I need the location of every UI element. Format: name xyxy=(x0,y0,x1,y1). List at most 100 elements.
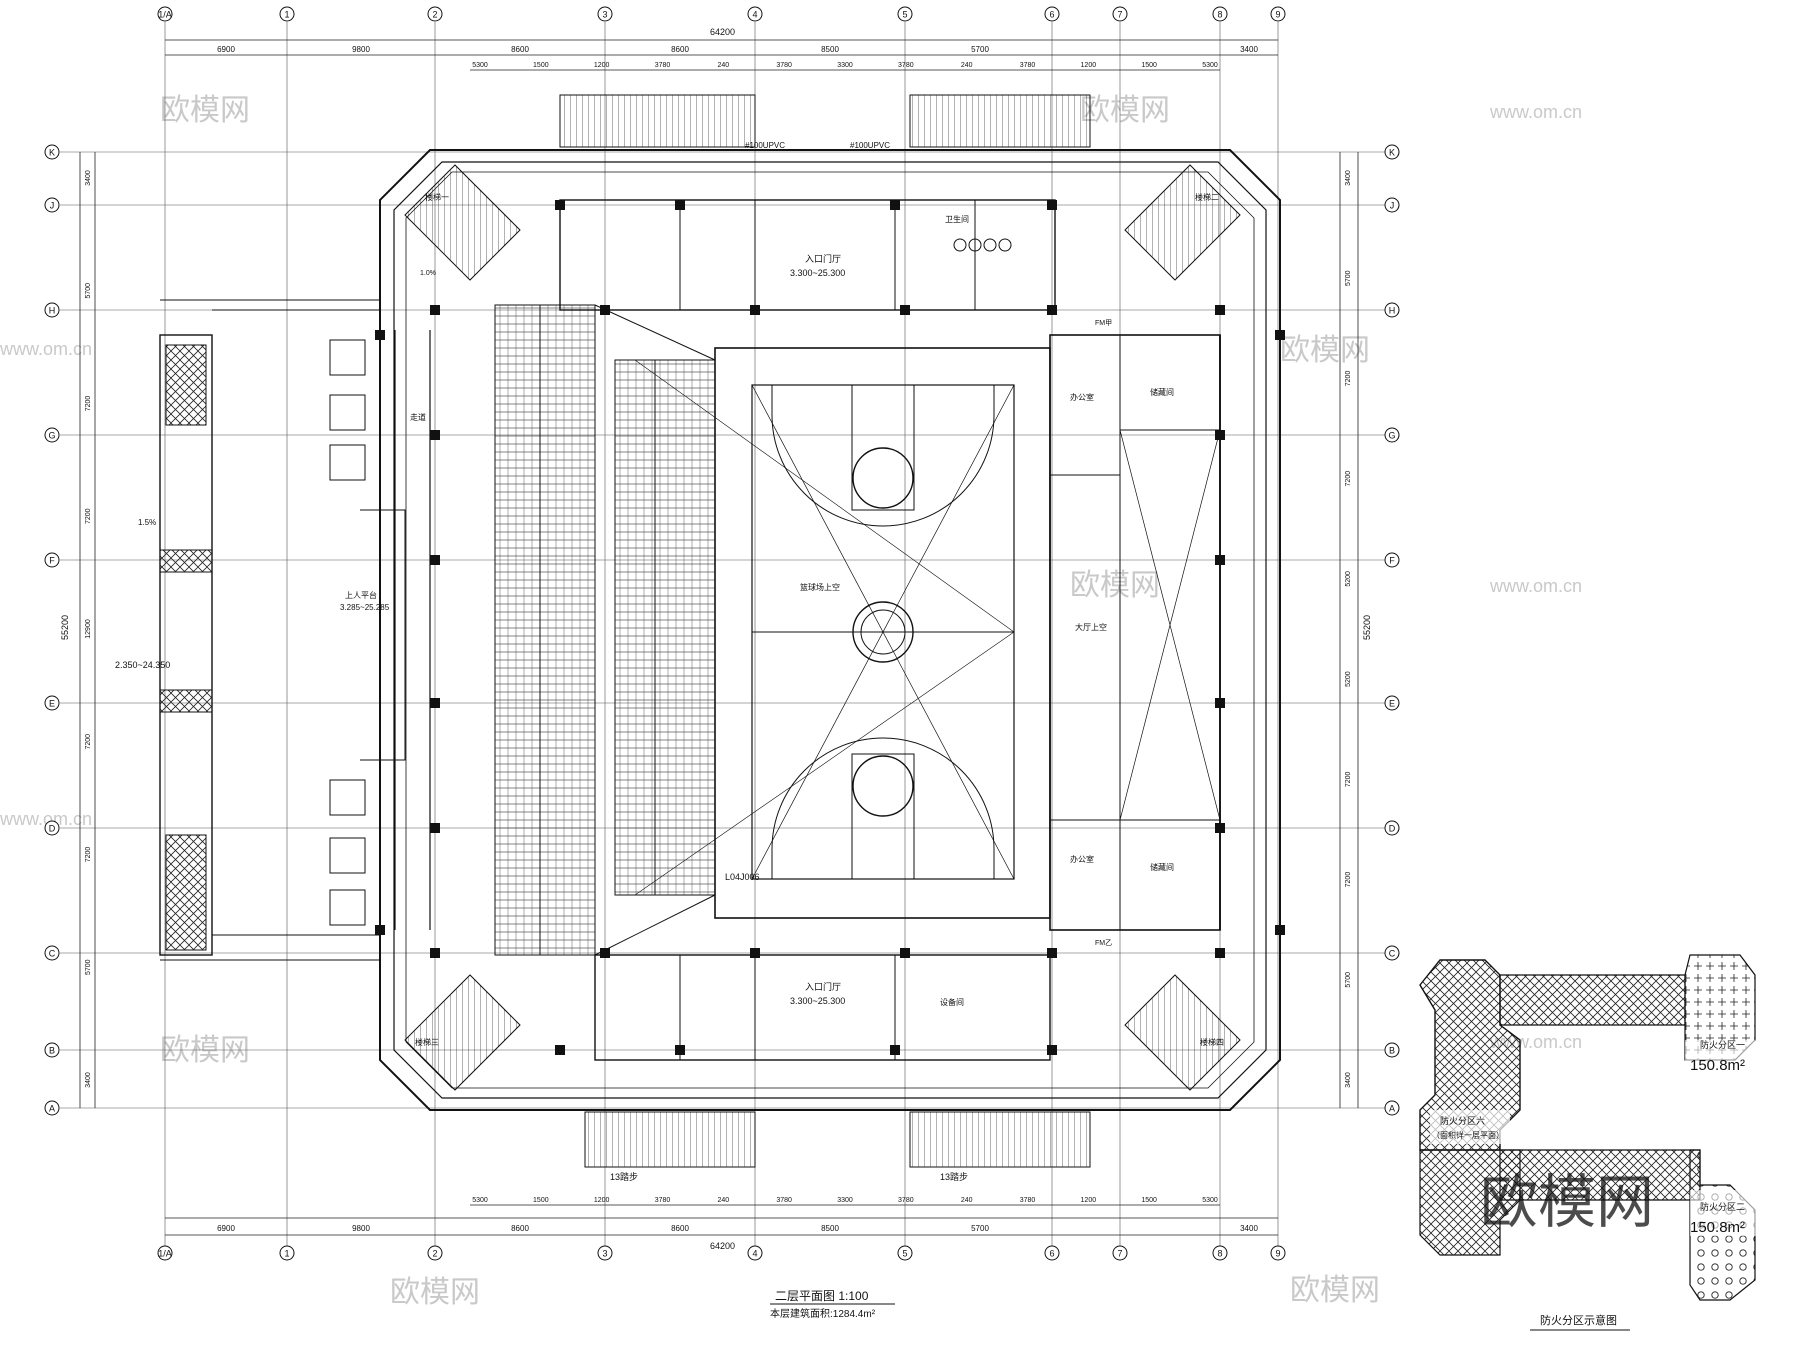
axis-label: D xyxy=(1389,824,1396,834)
platform-label: 上人平台 xyxy=(345,590,377,600)
dimension-value: 1500 xyxy=(1141,1197,1157,1204)
column xyxy=(430,823,440,833)
dimension-texts: 6900690098009800860086008600860085008500… xyxy=(85,45,1352,1233)
axis-bubble xyxy=(44,695,60,711)
column xyxy=(1047,200,1057,210)
dimension-value: 5700 xyxy=(85,959,92,975)
drawing-title: 二层平面图 1:100 xyxy=(775,1289,869,1303)
left-wing xyxy=(159,299,431,961)
axis-bubble xyxy=(1384,552,1400,568)
east-hall xyxy=(1049,334,1221,931)
axis-label: B xyxy=(49,1046,55,1056)
axis-bubble xyxy=(427,6,443,22)
column xyxy=(750,305,760,315)
axis-label: H xyxy=(1389,306,1396,316)
axis-bubble xyxy=(1212,6,1228,22)
dimension-value: 3400 xyxy=(1240,45,1258,54)
axis-bubble xyxy=(157,6,173,22)
axis-label: 4 xyxy=(752,1249,757,1259)
axis-label: 3 xyxy=(602,1249,607,1259)
axis-bubble xyxy=(1384,1100,1400,1116)
axis-label: C xyxy=(49,949,56,959)
top-rooms xyxy=(559,199,1056,311)
axis-bubble xyxy=(1384,820,1400,836)
axis-bubble xyxy=(157,1245,173,1261)
dimension-value: 240 xyxy=(717,1197,729,1204)
dimension-value: 3780 xyxy=(1020,1197,1036,1204)
dimension-value: 7200 xyxy=(85,847,92,863)
axis-label: K xyxy=(1389,148,1395,158)
column xyxy=(900,305,910,315)
dimension-value: 3780 xyxy=(655,1197,671,1204)
dimension-value: 6900 xyxy=(217,1224,235,1233)
seating-west xyxy=(494,304,716,956)
dimension-value: 1200 xyxy=(1081,1197,1097,1204)
pipe-note: #100UPVC xyxy=(745,141,785,150)
overall-height-dim: 55200 xyxy=(60,615,70,640)
axis-label: E xyxy=(49,699,55,709)
axis-bubble xyxy=(44,1100,60,1116)
dimension-value: 5300 xyxy=(472,1197,488,1204)
dimension-value: 8500 xyxy=(821,45,839,54)
column xyxy=(1215,948,1225,958)
axis-bubble xyxy=(44,820,60,836)
overall-width-dim: 64200 xyxy=(710,27,735,37)
dimension-value: 7200 xyxy=(85,396,92,412)
office-label: 办公室 xyxy=(1070,392,1094,402)
platform-elevation: 3.285~25.285 xyxy=(340,603,390,612)
dimension-value: 5700 xyxy=(971,1224,989,1233)
watermark: 欧模网 xyxy=(390,1276,480,1309)
column xyxy=(1047,1045,1057,1055)
dimension-value: 8600 xyxy=(671,1224,689,1233)
axis-bubble xyxy=(1384,427,1400,443)
dimension-value: 5200 xyxy=(1345,571,1352,587)
dimension-value: 3780 xyxy=(898,1197,914,1204)
dimension-value: 3400 xyxy=(85,1072,92,1088)
watermark: 欧模网 xyxy=(1290,1274,1380,1307)
axis-bubble xyxy=(44,197,60,213)
overall-height-dim: 55200 xyxy=(1362,615,1372,640)
axis-bubble xyxy=(44,945,60,961)
dimension-value: 12900 xyxy=(85,619,92,639)
axis-label: J xyxy=(1390,201,1395,211)
axis-label: F xyxy=(49,556,55,566)
axis-bubble xyxy=(44,427,60,443)
dimension-value: 3780 xyxy=(655,62,671,69)
axis-bubble xyxy=(427,1245,443,1261)
axis-bubble xyxy=(1212,1245,1228,1261)
dimension-value: 1200 xyxy=(594,62,610,69)
axis-bubble xyxy=(597,6,613,22)
dimension-value: 1500 xyxy=(533,62,549,69)
dimension-value: 9800 xyxy=(352,45,370,54)
axis-bubble xyxy=(44,1042,60,1058)
axis-bubble xyxy=(747,1245,763,1261)
axis-bubble xyxy=(897,1245,913,1261)
axis-label: 8 xyxy=(1217,1249,1222,1259)
dimension-value: 3400 xyxy=(1240,1224,1258,1233)
seat-standard-note: L04J006 xyxy=(725,872,760,882)
dimension-value: 3780 xyxy=(776,1197,792,1204)
column xyxy=(600,305,610,315)
office-label: 办公室 xyxy=(1070,854,1094,864)
column xyxy=(750,948,760,958)
dimension-value: 3300 xyxy=(837,62,853,69)
dimension-value: 240 xyxy=(961,62,973,69)
watermark: www.om.cn xyxy=(1489,576,1582,596)
dimension-value: 6900 xyxy=(217,45,235,54)
column xyxy=(430,305,440,315)
structural-columns xyxy=(375,200,1285,1055)
ramp-elevation: 2.350~24.350 xyxy=(115,660,170,670)
watermark: 欧模网 xyxy=(1280,334,1370,367)
watermark: 欧模网 xyxy=(160,94,250,127)
stair-name: 楼梯三 xyxy=(415,1037,439,1047)
dimension-value: 8500 xyxy=(821,1224,839,1233)
dimension-value: 1500 xyxy=(1141,62,1157,69)
axis-label: B xyxy=(1389,1046,1395,1056)
axis-label: 1/A xyxy=(158,10,172,20)
axis-bubble xyxy=(1384,302,1400,318)
dimension-value: 9800 xyxy=(352,1224,370,1233)
column xyxy=(1215,823,1225,833)
inset-watermark: 欧模网 xyxy=(1480,1170,1654,1235)
column xyxy=(430,698,440,708)
storage-label: 储藏间 xyxy=(1150,862,1174,872)
